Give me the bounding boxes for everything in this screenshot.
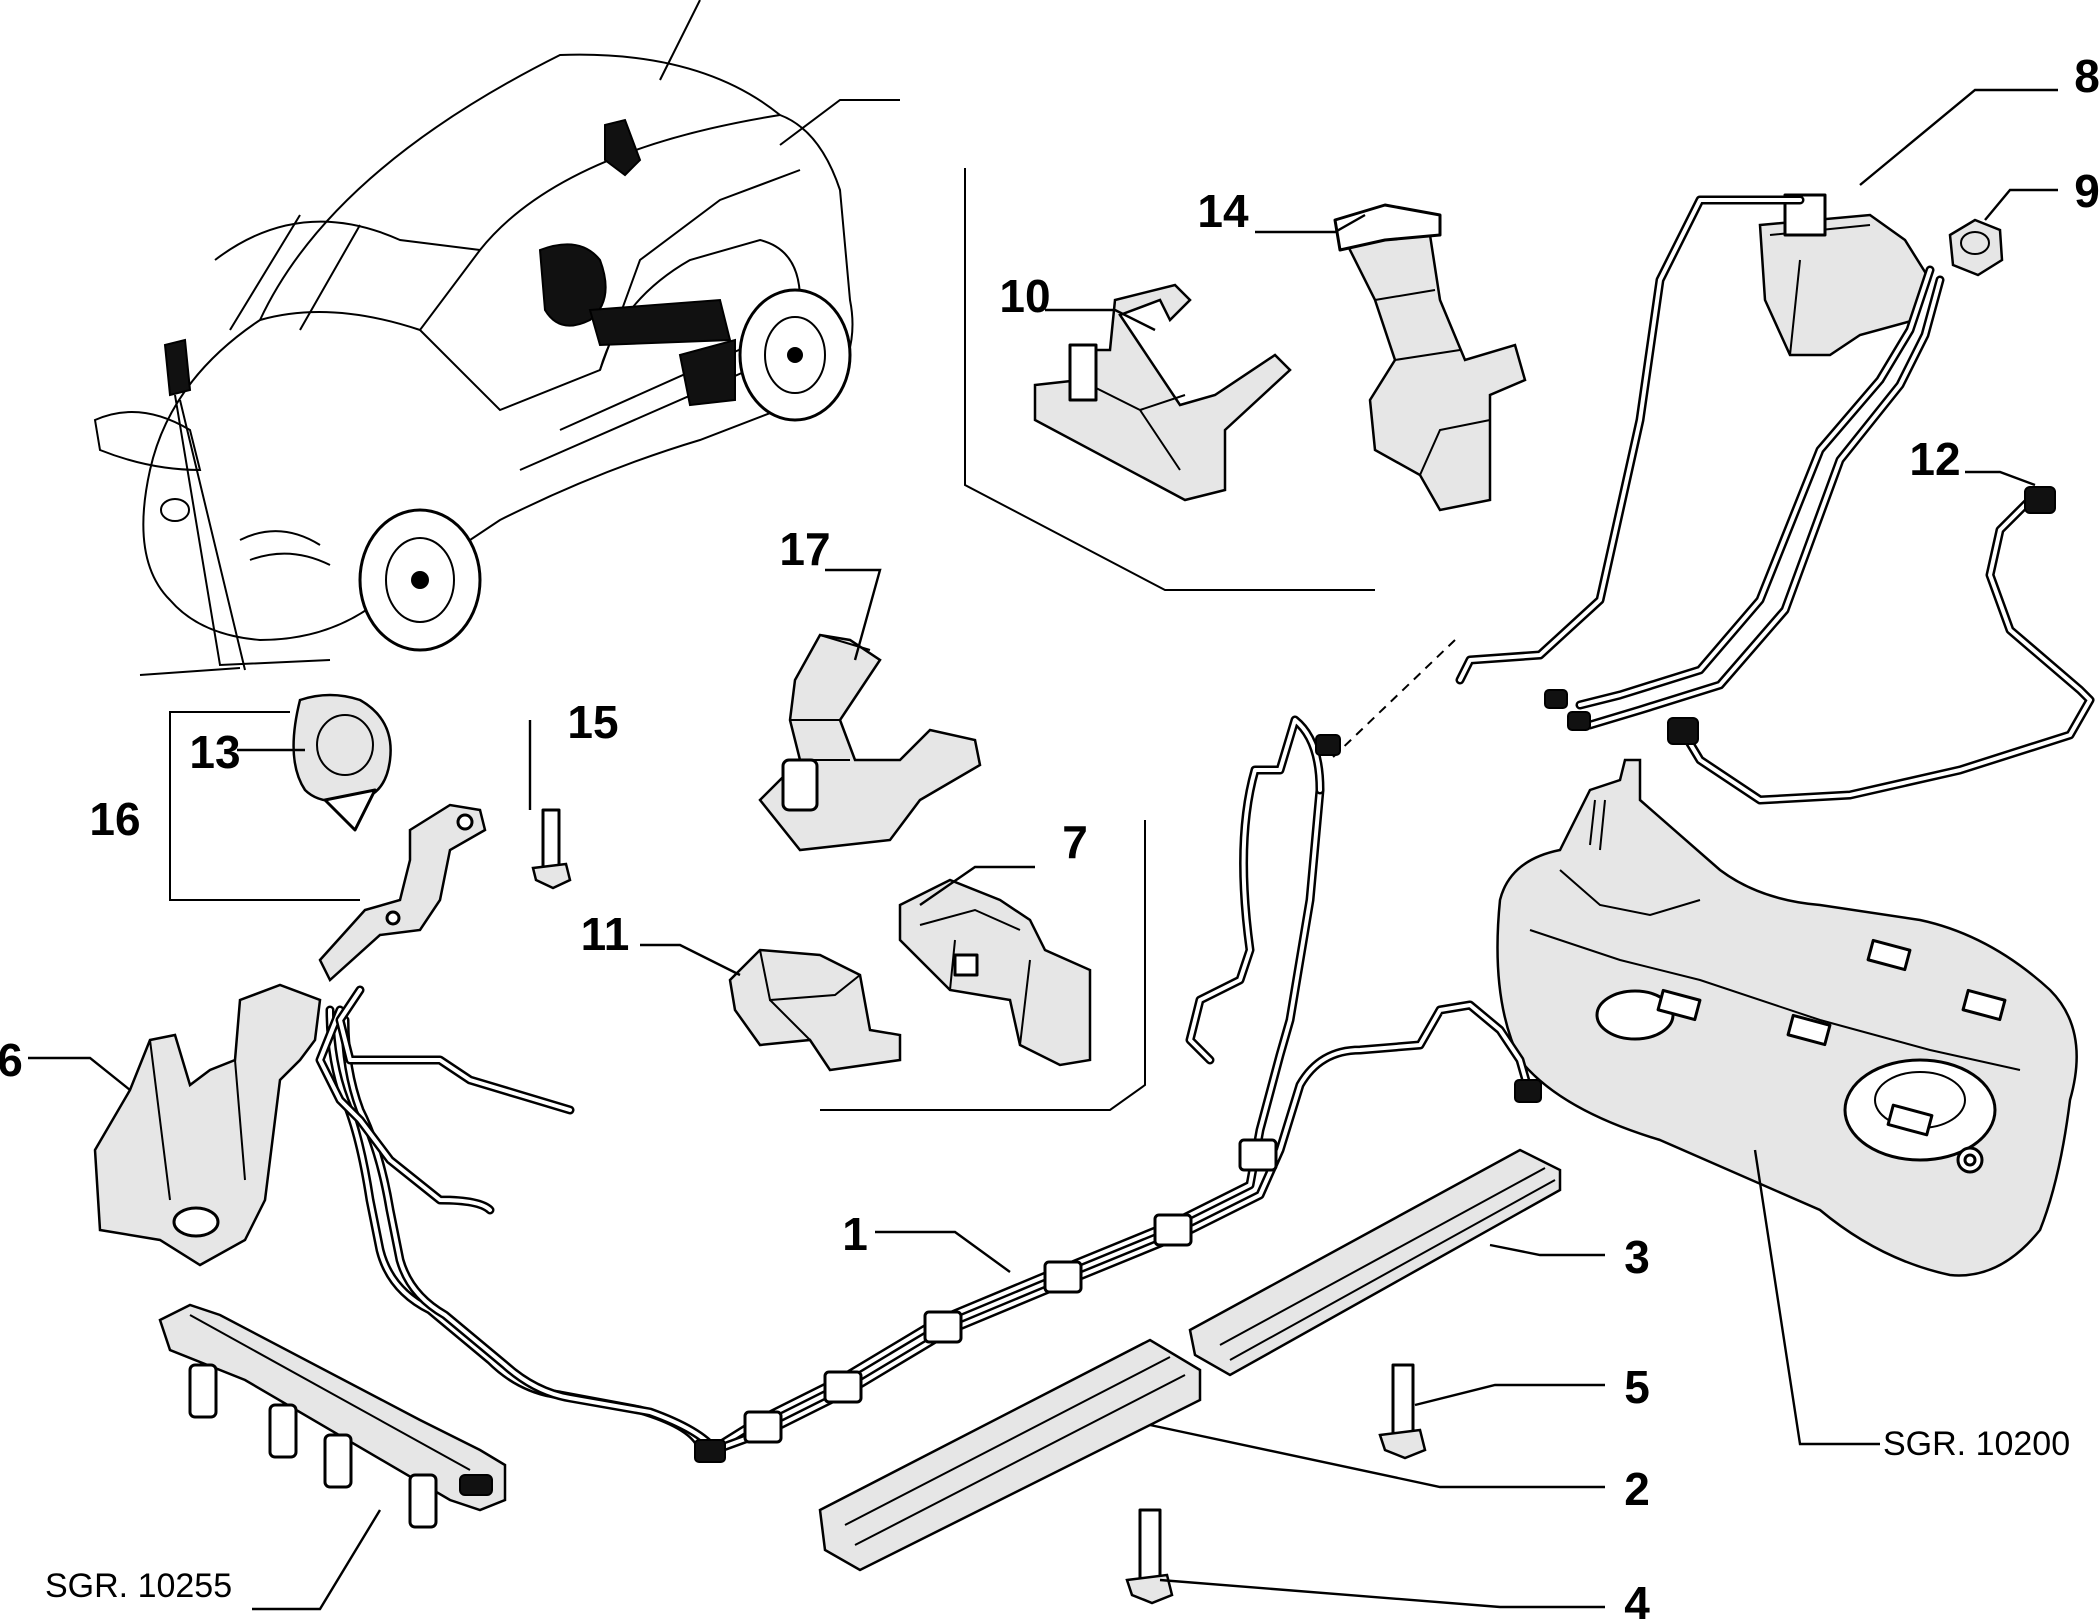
leader-lines: [28, 88, 2058, 1611]
harness-12: [1667, 486, 2095, 805]
callout-17: 17: [779, 523, 830, 575]
group-bracket-13-16: [169, 711, 360, 901]
reference-fuel-rail: SGR. 10255: [45, 1567, 232, 1605]
callout-16: 16: [89, 793, 140, 845]
cover-3: [1188, 1148, 1562, 1377]
callout-3: 3: [1624, 1231, 1650, 1283]
callout-5: 5: [1624, 1361, 1650, 1413]
callout-11: 11: [581, 908, 630, 960]
canister-assembly-8: [1329, 193, 1945, 761]
clip-10: [1033, 283, 1292, 502]
callout-8: 8: [2074, 50, 2100, 102]
callout-13: 13: [189, 726, 240, 778]
callout-7: 7: [1062, 816, 1088, 868]
vehicle-illustration: [93, 0, 900, 676]
group-bracket-7-11: [820, 820, 1146, 1111]
bolt-15: [531, 808, 572, 890]
clip-14: [1333, 203, 1527, 512]
fuel-line-1: [315, 715, 1542, 1463]
callout-9: 9: [2074, 165, 2100, 217]
reference-tank: SGR. 10200: [1883, 1425, 2070, 1463]
callout-10: 10: [999, 270, 1050, 322]
cover-2: [818, 1338, 1202, 1572]
bracket-6: [93, 983, 322, 1267]
clip-13: [292, 693, 392, 832]
callout-4: 4: [1624, 1577, 1650, 1619]
callout-1: 1: [842, 1208, 868, 1260]
nut-9: [1948, 218, 2004, 277]
callout-12: 12: [1909, 433, 1960, 485]
callout-14: 14: [1197, 185, 1249, 237]
bolt-4: [1125, 1508, 1174, 1605]
fuel-rail: [158, 1303, 507, 1529]
callout-6: 6: [0, 1034, 23, 1086]
fuel-tank: [1496, 758, 2078, 1277]
bolt-5: [1378, 1363, 1427, 1460]
clip-17: [758, 633, 982, 852]
clip-11: [728, 948, 902, 1072]
callout-15: 15: [567, 696, 618, 748]
bracket-16: [318, 803, 487, 983]
block-7: [898, 878, 1092, 1067]
group-bracket-clips-10-14: [964, 168, 1375, 591]
callout-2: 2: [1624, 1463, 1650, 1515]
